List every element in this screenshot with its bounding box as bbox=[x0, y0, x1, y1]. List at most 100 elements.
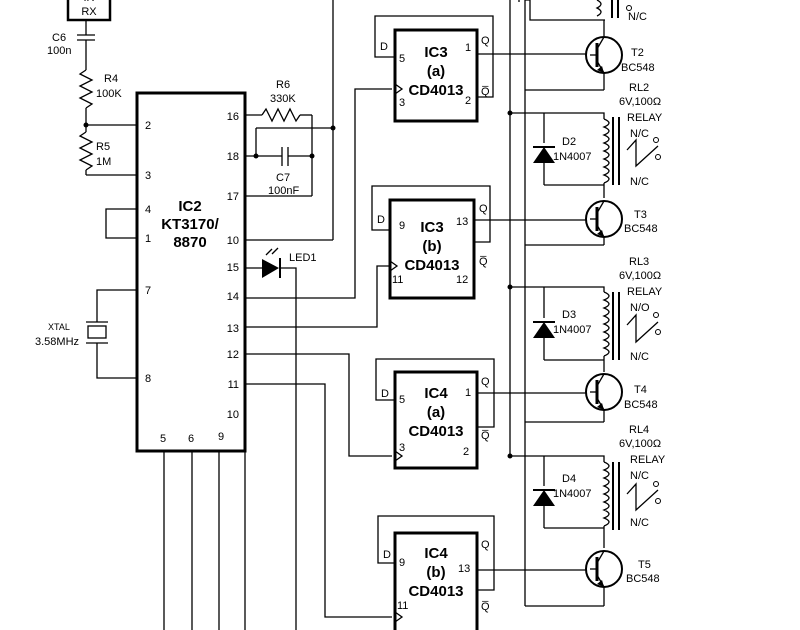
ic4b-pin-9: 9 bbox=[399, 557, 405, 569]
ic2-pin-18: 18 bbox=[227, 151, 239, 163]
ic2-pin-9: 9 bbox=[218, 431, 224, 443]
ic4b-flipflop: IC4 (b) CD4013 D 9 11 Q Q̅ 13 bbox=[377, 515, 495, 630]
rl2-contact-2: N/C bbox=[630, 176, 649, 188]
ic4b-label-2: (b) bbox=[426, 564, 445, 581]
r6-name: R6 bbox=[276, 79, 290, 91]
transistor-t5: T5 BC548 bbox=[585, 550, 660, 606]
relay-rl2: D2 1N4007 RL2 6V,100Ω RELAY N/C N/C bbox=[510, 82, 663, 198]
ic4a-label-3: CD4013 bbox=[408, 423, 463, 440]
ic2-pin-6: 6 bbox=[188, 433, 194, 445]
capacitor-c6: C6 100n bbox=[47, 32, 95, 57]
ic4a-pin-5: 5 bbox=[399, 394, 405, 406]
ic3a-pin-qb: Q̅ bbox=[481, 86, 490, 98]
t3-name: T3 bbox=[634, 209, 647, 221]
ic4b-pin-q: Q bbox=[481, 539, 490, 551]
rl3-kind: RELAY bbox=[627, 286, 663, 298]
rl3-rating: 6V,100Ω bbox=[619, 270, 661, 282]
r6-value: 330K bbox=[270, 93, 296, 105]
c6-name: C6 bbox=[52, 32, 66, 44]
d2-type: 1N4007 bbox=[553, 151, 592, 163]
ic2-pin-11: 11 bbox=[228, 379, 239, 391]
rl2-name: RL2 bbox=[629, 82, 649, 94]
ic3b-label-2: (b) bbox=[422, 238, 441, 255]
rx-label-2: RX bbox=[81, 6, 97, 18]
c7-name: C7 bbox=[276, 172, 290, 184]
rl3-name: RL3 bbox=[629, 256, 649, 268]
transistor-t3: T3 BC548 bbox=[585, 200, 658, 245]
crystal-xtal: XTAL 3.58MHz bbox=[35, 289, 137, 379]
t5-type: BC548 bbox=[626, 573, 660, 585]
ic2-pin-4: 4 bbox=[145, 204, 151, 216]
ic3b-pin-qb: Q̅ bbox=[479, 256, 488, 268]
t5-name: T5 bbox=[638, 559, 651, 571]
resistor-r4: R4 100K bbox=[78, 69, 122, 109]
xtal-name: XTAL bbox=[48, 322, 70, 332]
ic3b-label-3: CD4013 bbox=[404, 257, 459, 274]
ic2-pin-5: 5 bbox=[160, 433, 166, 445]
ic3a-label-2: (a) bbox=[427, 63, 445, 80]
c6-value: 100n bbox=[47, 45, 71, 57]
ic4b-label-1: IC4 bbox=[424, 545, 448, 562]
ic2-pin-2: 2 bbox=[145, 120, 151, 132]
r5-name: R5 bbox=[96, 141, 110, 153]
ic2-pin-1: 1 bbox=[145, 233, 151, 245]
ic3a-pin-1: 1 bbox=[465, 42, 471, 54]
ic3b-pin-q: Q bbox=[479, 203, 488, 215]
t3-type: BC548 bbox=[624, 223, 658, 235]
relay-rl1-partial: N/C bbox=[525, 0, 647, 23]
ic2-pin-14: 14 bbox=[227, 291, 239, 303]
transistor-t4: T4 BC548 bbox=[585, 373, 658, 422]
ic4b-pin-11: 11 bbox=[397, 600, 408, 612]
ic4a-pin-2: 2 bbox=[463, 446, 469, 458]
ic4b-pin-qb: Q̅ bbox=[481, 601, 490, 613]
ic4a-pin-1: 1 bbox=[465, 387, 471, 399]
rl2-kind: RELAY bbox=[627, 112, 663, 124]
ic4b-pin-13: 13 bbox=[458, 563, 470, 575]
resistor-r6: R6 330K bbox=[245, 79, 312, 123]
ic3b-pin-9: 9 bbox=[399, 220, 405, 232]
ic2-decoder: IC2 KT3170/ 8870 2 3 4 1 7 8 16 18 17 10… bbox=[135, 91, 247, 453]
rl3-contact-1: N/O bbox=[630, 302, 650, 314]
d3-type: 1N4007 bbox=[553, 324, 592, 336]
d2-name: D2 bbox=[562, 136, 576, 148]
ic3a-label-1: IC3 bbox=[424, 44, 447, 61]
d3-name: D3 bbox=[562, 309, 576, 321]
ic2-pin-3: 3 bbox=[145, 170, 151, 182]
ic2-pin-13: 13 bbox=[227, 323, 239, 335]
ic3a-label-3: CD4013 bbox=[408, 82, 463, 99]
ic2-label-1: IC2 bbox=[178, 198, 201, 215]
c7-value: 100nF bbox=[268, 185, 299, 197]
ic4a-label-1: IC4 bbox=[424, 385, 448, 402]
ic3a-pin-5: 5 bbox=[399, 53, 405, 65]
rx-label-1: IR bbox=[84, 0, 95, 4]
ic2-pin-16: 16 bbox=[227, 111, 239, 123]
ic2-pin-15: 15 bbox=[227, 262, 239, 274]
d4-name: D4 bbox=[562, 473, 576, 485]
rl4-rating: 6V,100Ω bbox=[619, 438, 661, 450]
led1: LED1 bbox=[245, 247, 317, 278]
t4-name: T4 bbox=[634, 384, 647, 396]
relay-rl4: D4 1N4007 RL4 6V,100Ω RELAY N/C N/C bbox=[510, 424, 666, 548]
xtal-value: 3.58MHz bbox=[35, 336, 79, 348]
ic4a-pin-q: Q bbox=[481, 376, 490, 388]
ic3b-flipflop: IC3 (b) CD4013 D 9 11 Q Q̅ 13 12 bbox=[371, 185, 491, 300]
rl2-rating: 6V,100Ω bbox=[619, 96, 661, 108]
ic2-pin-8: 8 bbox=[145, 373, 151, 385]
ic3a-flipflop: IC3 (a) CD4013 D 5 3 Q Q̅ 1 2 bbox=[374, 15, 494, 123]
rl2-contact-1: N/C bbox=[630, 128, 649, 140]
rl4-contact-2: N/C bbox=[630, 517, 649, 529]
relay-rl3: D3 1N4007 RL3 6V,100Ω RELAY N/O N/C bbox=[510, 256, 663, 372]
r4-value: 100K bbox=[96, 88, 122, 100]
ic3b-pin-11: 11 bbox=[392, 274, 403, 286]
rl4-contact-1: N/C bbox=[630, 470, 649, 482]
led1-name: LED1 bbox=[289, 252, 317, 264]
ic2-pin-17: 17 bbox=[227, 191, 239, 203]
ic2-label-2: KT3170/ bbox=[161, 216, 219, 233]
t2-type: BC548 bbox=[621, 62, 655, 74]
ic3a-pin-3: 3 bbox=[399, 97, 405, 109]
ic4a-flipflop: IC4 (a) CD4013 D 5 3 Q Q̅ 1 2 bbox=[375, 358, 495, 470]
r5-value: 1M bbox=[96, 156, 111, 168]
d4-type: 1N4007 bbox=[553, 488, 592, 500]
ic4a-pin-d: D bbox=[381, 388, 389, 400]
